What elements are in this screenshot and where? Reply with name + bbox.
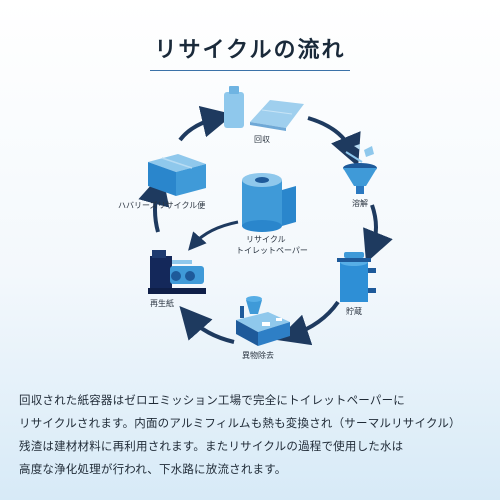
arrow-delivery-to-collect	[178, 106, 234, 142]
center-label-line1: リサイクル	[246, 235, 286, 244]
description-line: リサイクルされます。内面のアルミフィルムも熱も変換され（サーマルリサイクル）	[19, 416, 461, 430]
step-label-dissolve: 溶解	[352, 199, 368, 208]
toilet-paper-icon	[242, 173, 296, 232]
step-label-collect: 回収	[254, 135, 270, 144]
arrow-paper-to-delivery	[138, 172, 170, 233]
recycle-flow-diagram	[138, 86, 393, 346]
remove-icon	[236, 296, 290, 346]
arrow-collect-to-dissolve	[307, 116, 361, 167]
paper-machine-icon	[148, 250, 206, 294]
dissolve-icon	[343, 144, 377, 194]
arrow-center-to-paper	[188, 220, 239, 251]
delivery-box-icon	[148, 154, 206, 196]
step-label-remove: 異物除去	[242, 351, 274, 360]
step-label-delivery: ハバリーズリサイクル便	[118, 201, 206, 210]
collect-icon	[224, 86, 304, 131]
description-line: 高度な浄化処理が行われ、下水路に放流されます。	[19, 462, 287, 476]
description-line: 回収された紙容器はゼロエミッション工場で完全にトイレットペーパーに	[19, 393, 405, 407]
step-label-store: 貯蔵	[346, 307, 362, 316]
description-text: 回収された紙容器はゼロエミッション工場で完全にトイレットペーパーに リサイクルさ…	[19, 389, 489, 481]
title-underline	[150, 70, 350, 71]
center-label-line2: トイレットペーパー	[236, 246, 308, 255]
arrow-remove-to-paper	[179, 306, 235, 344]
description-line: 残渣は建材材料に再利用されます。またリサイクルの過程で使用した水は	[19, 439, 404, 453]
store-icon	[337, 252, 376, 302]
arrow-dissolve-to-store	[363, 204, 393, 263]
page-title: リサイクルの流れ	[154, 38, 346, 63]
arrow-store-to-remove	[276, 300, 340, 346]
step-label-recycled-paper: 再生紙	[150, 299, 174, 308]
